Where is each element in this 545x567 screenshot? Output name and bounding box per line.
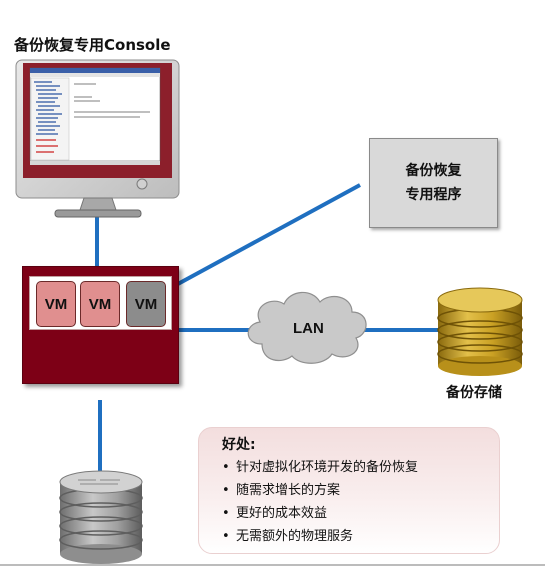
list-item: • 随需求增长的方案 bbox=[222, 479, 418, 502]
benefit-text: 随需求增长的方案 bbox=[236, 483, 341, 498]
vm-1: VM bbox=[36, 281, 76, 327]
benefit-text: 针对虚拟化环境开发的备份恢复 bbox=[236, 460, 419, 475]
list-item: • 更好的成本效益 bbox=[222, 502, 418, 525]
vm-backup-appliance: VM bbox=[126, 281, 166, 327]
bullet-icon: • bbox=[222, 506, 230, 521]
benefits-list: • 针对虚拟化环境开发的备份恢复 • 随需求增长的方案 • 更好的成本效益 • 无需额外… bbox=[222, 456, 418, 548]
bullet-icon: • bbox=[222, 529, 230, 544]
benefits-title: 好处: bbox=[222, 437, 256, 453]
list-item: • 无需额外的物理服务 bbox=[222, 525, 418, 548]
console-title: 备份恢复专用Console bbox=[14, 36, 171, 54]
benefits-panel bbox=[198, 427, 500, 554]
gray-disk-icon bbox=[59, 470, 143, 564]
bullet-icon: • bbox=[222, 460, 230, 475]
benefit-text: 更好的成本效益 bbox=[236, 506, 328, 521]
backup-app-box: 备份恢复 专用程序 bbox=[369, 138, 498, 228]
cloud-icon bbox=[247, 291, 367, 364]
backup-app-label-line2: 专用程序 bbox=[405, 187, 462, 203]
bullet-icon: • bbox=[222, 483, 230, 498]
list-item: • 针对虚拟化环境开发的备份恢复 bbox=[222, 456, 418, 479]
monitor-power-button bbox=[136, 178, 148, 190]
gold-database-icon bbox=[437, 287, 523, 376]
benefit-text: 无需额外的物理服务 bbox=[236, 529, 354, 544]
vm-to-app-connector bbox=[164, 183, 361, 293]
vm-2: VM bbox=[80, 281, 120, 327]
backup-storage-label: 备份存储 bbox=[446, 385, 502, 401]
lan-label: LAN bbox=[293, 320, 324, 337]
backup-app-label-line1: 备份恢复 bbox=[405, 163, 462, 179]
connector-lines bbox=[95, 183, 438, 478]
monitor-icon bbox=[15, 59, 180, 218]
